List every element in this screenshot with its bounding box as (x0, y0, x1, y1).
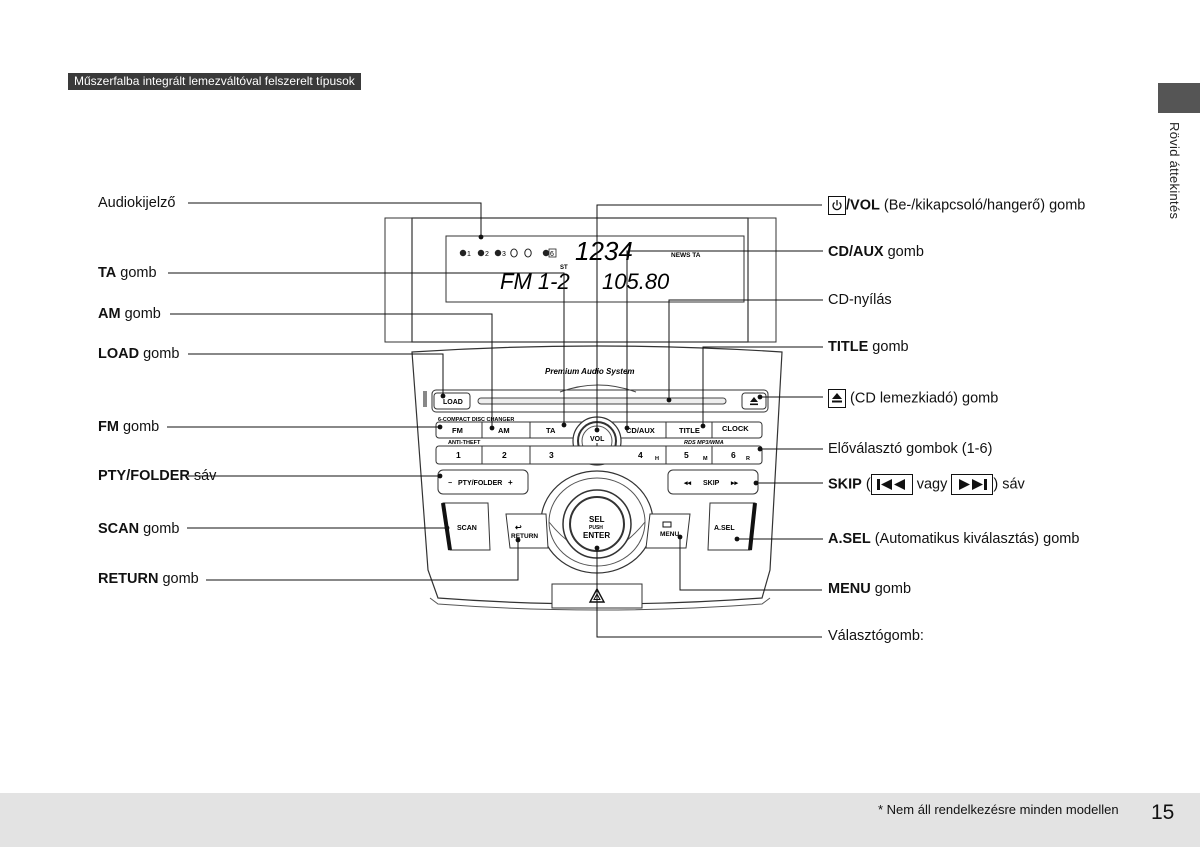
pty-folder-bar[interactable] (437, 469, 529, 495)
label-selector-knob: Választógomb: (828, 628, 924, 644)
display-housing (384, 217, 777, 343)
preset-5-suffix: M (703, 456, 708, 462)
label-vol-button: /VOL (Be-/kikapcsoló/hangerő) gomb (828, 196, 1085, 215)
svg-text:+: + (508, 478, 513, 487)
side-tab-marker (1158, 83, 1200, 113)
preset-4-suffix: H (655, 456, 659, 462)
disc-ind-6: 6 (550, 251, 554, 258)
preset-1-button[interactable]: 1 (456, 450, 461, 460)
footnote: * Nem áll rendelkezésre minden modellen (878, 802, 1119, 817)
return-button[interactable] (505, 513, 549, 549)
preset-2-button[interactable]: 2 (502, 450, 507, 460)
preset-4-button[interactable]: 4 (638, 450, 643, 460)
skip-back-icon (870, 474, 913, 495)
label-presets: Előválasztó gombok (1-6) (828, 441, 993, 457)
disc-ind-2: 2 (485, 251, 489, 258)
cd-slot (477, 397, 727, 405)
preset-3-button[interactable]: 3 (549, 450, 554, 460)
label-asel-button: A.SEL (Automatikus kiválasztás) gomb (828, 531, 1080, 547)
cd-aux-button[interactable]: CD/AUX (626, 426, 655, 435)
anti-theft-label: ANTI-THEFT (448, 440, 481, 446)
skip-back-icon: ◂◂ (683, 480, 692, 487)
leader-dots (437, 234, 763, 551)
eject-icon (750, 397, 758, 402)
display-frequency: 105.80 (602, 269, 670, 294)
label-eject-button: (CD lemezkiadó) gomb (828, 389, 998, 408)
label-audio-display: Audiokijelző (98, 195, 176, 211)
label-fm-button: FM gomb (98, 419, 160, 435)
row-load-slot: LOAD (423, 384, 769, 413)
asel-button-label: A.SEL (714, 525, 735, 532)
label-am-button: AM gomb (98, 306, 161, 322)
label-menu-button: MENU gomb (828, 581, 912, 597)
skip-forward-icon: ▸▸ (730, 480, 739, 487)
preset-6-suffix: R (746, 456, 750, 462)
skip-label: SKIP (703, 480, 720, 487)
label-scan-button: SCAN gomb (98, 521, 180, 537)
eject-icon (828, 389, 846, 408)
display-top-digits: 1234 (575, 236, 633, 266)
label-ta-button: TA gomb (98, 265, 157, 281)
label-load-button: LOAD gomb (98, 346, 180, 362)
return-button-label: RETURN (511, 533, 538, 540)
load-button-label: LOAD (443, 399, 463, 406)
changer-label: 6-COMPACT DISC CHANGER (438, 417, 514, 423)
section-tag: Műszerfalba integrált lemezváltóval fels… (68, 73, 361, 90)
pty-folder-label: PTY/FOLDER (458, 480, 502, 487)
preset-6-button[interactable]: 6 (731, 450, 736, 460)
display-news-ta: NEWS TA (671, 252, 701, 259)
page-number: 15 (1151, 801, 1175, 824)
clock-button[interactable]: CLOCK (722, 424, 749, 433)
display-st: ST (560, 265, 568, 271)
brand-label: Premium Audio System (545, 367, 635, 376)
rds-label: RDS MP3/WMA (684, 440, 724, 446)
menu-button[interactable] (645, 513, 691, 549)
fm-button[interactable]: FM (452, 426, 463, 435)
label-cd-aux-button: CD/AUX gomb (828, 244, 924, 260)
push-label: PUSH (589, 525, 603, 531)
title-button[interactable]: TITLE (679, 426, 700, 435)
row-presets: 1 2 3 4 H 5 M 6 R (435, 445, 763, 465)
label-pty-folder: PTY/FOLDER sáv (98, 468, 217, 484)
scan-button-label: SCAN (457, 525, 477, 532)
vol-knob-label: VOL (590, 436, 605, 443)
menu-icon (662, 521, 672, 528)
side-tab-text: Rövid áttekintés (1167, 122, 1182, 220)
row-pty-skip: − PTY/FOLDER + ◂◂ SKIP ▸▸ (437, 469, 759, 495)
sel-label: SEL (589, 515, 605, 524)
label-title-button: TITLE gomb (828, 339, 909, 355)
enter-label: ENTER (583, 531, 610, 540)
return-icon: ↩ (515, 523, 522, 532)
svg-text:−: − (448, 480, 452, 487)
leader-lines (167, 202, 823, 638)
label-skip-bar: SKIP ( vagy ) sáv (828, 474, 1025, 495)
ta-button[interactable]: TA (546, 426, 556, 435)
skip-forward-icon (951, 474, 994, 495)
disc-ind-1: 1 (467, 251, 471, 258)
menu-button-label: MENU (660, 531, 679, 538)
preset-5-button[interactable]: 5 (684, 450, 689, 460)
footer-bar (0, 793, 1200, 847)
am-button[interactable]: AM (498, 426, 510, 435)
label-cd-slot: CD-nyílás (828, 292, 892, 308)
power-icon (828, 196, 846, 215)
label-return-button: RETURN gomb (98, 571, 199, 587)
disc-ind-3: 3 (502, 251, 506, 258)
